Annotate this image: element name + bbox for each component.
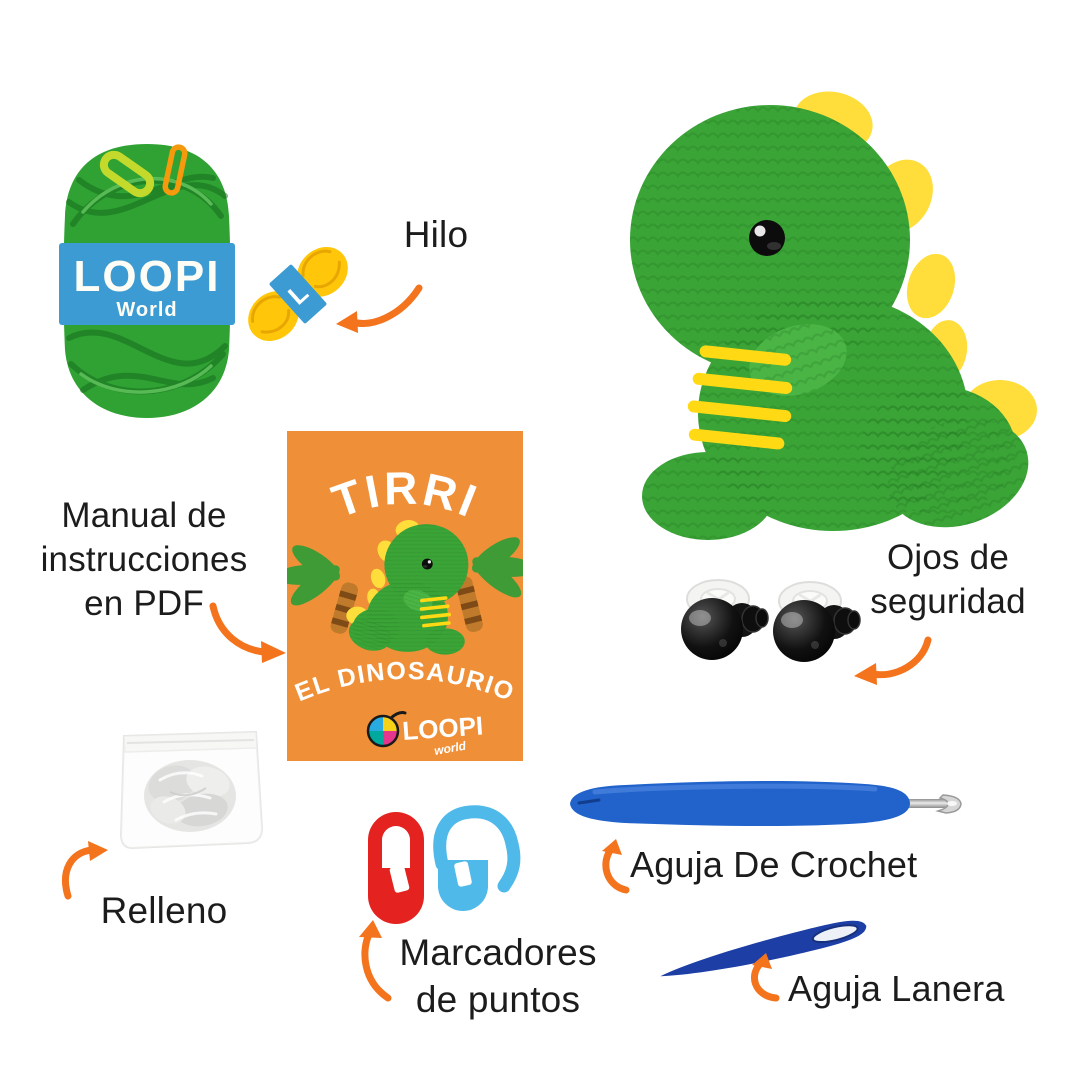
manual-cover: TIRRI EL DINOSAURIO LOOPI world: [275, 431, 537, 761]
loopi-yarn-icon: [366, 711, 407, 748]
yarn-ball-brand: LOOPI: [74, 252, 221, 301]
arrow-relleno-icon: [62, 841, 108, 900]
stitch-marker-blue: [433, 805, 521, 911]
yarn-needle-image: [660, 920, 867, 977]
yarn-ball-image: LOOPI World: [59, 144, 235, 418]
safety-eyes-image: [679, 578, 862, 664]
stitch-marker-red: [368, 812, 424, 924]
yarn-ball-sub: World: [116, 299, 177, 321]
dinosaur-plush-image: [628, 88, 1043, 548]
arrow-hilo-icon: [336, 284, 423, 333]
logo-sub-text: world: [433, 738, 468, 757]
crochet-hook-image: [570, 781, 962, 827]
stitch-marker-green-icon: [99, 150, 155, 198]
arrow-manual-icon: [209, 602, 286, 663]
arrow-marcadores-icon: [359, 920, 392, 1002]
label-ojos: Ojos de seguridad: [870, 538, 1026, 622]
label-manual: Manual de instrucciones en PDF: [40, 496, 248, 624]
logo-brand-text: LOOPI: [401, 710, 484, 746]
palm-tree-left-icon: [275, 545, 358, 634]
stuffing-bag-image: [119, 730, 264, 850]
manual-dino-illustration: [345, 518, 469, 656]
svg-text:EL DINOSAURIO: EL DINOSAURIO: [291, 657, 519, 707]
arrow-lanera-icon: [751, 953, 780, 1002]
mini-yarn-skein-image: L: [248, 247, 348, 341]
label-relleno: Relleno: [100, 890, 228, 931]
label-hilo: Hilo: [403, 214, 469, 255]
svg-text:TIRRI: TIRRI: [326, 462, 486, 528]
arrow-crochet-icon: [602, 839, 630, 894]
loopi-logo: LOOPI world: [366, 710, 484, 758]
manual-title: TIRRI: [326, 462, 483, 528]
label-marcadores: Marcadores de puntos: [399, 932, 597, 1020]
manual-subtitle: EL DINOSAURIO: [291, 657, 517, 707]
stuffing-crinkle: [144, 760, 236, 832]
label-aguja-crochet: Aguja De Crochet: [630, 844, 918, 885]
yarn-ball-band: [59, 243, 235, 325]
arrow-ojos-icon: [854, 636, 932, 685]
palm-tree-right-icon: [455, 537, 537, 633]
label-aguja-lanera: Aguja Lanera: [788, 968, 1005, 1009]
stitch-marker-orange-icon: [162, 144, 188, 196]
